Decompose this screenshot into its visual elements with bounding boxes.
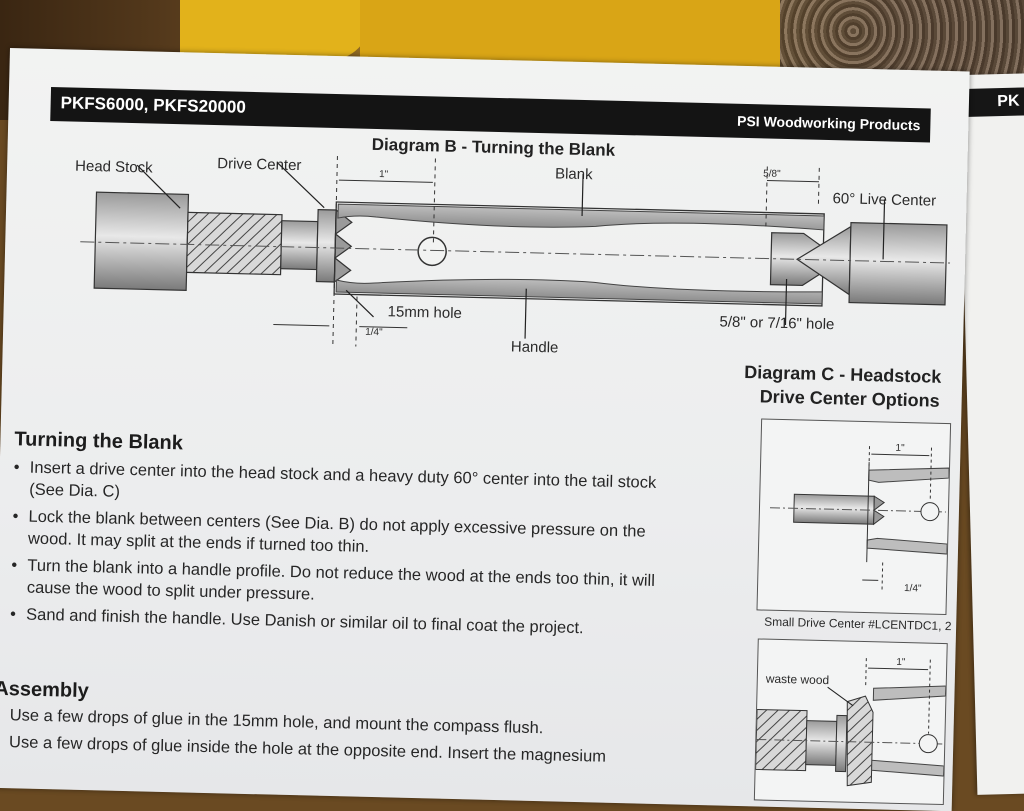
waste-wood-label: waste wood <box>766 672 830 688</box>
dimension-lines <box>273 169 819 338</box>
drive-center-body <box>316 210 336 282</box>
turning-heading: Turning the Blank <box>14 428 183 455</box>
background-yellow-tool <box>180 0 370 60</box>
assembly-bullets: Use a few drops of glue in the 15mm hole… <box>0 704 730 776</box>
model-numbers: PKFS6000, PKFS20000 <box>60 93 246 118</box>
large-drive-center-drawing <box>755 639 947 804</box>
headstock-spindle <box>281 221 318 270</box>
headstock-spindle-threaded <box>187 212 282 274</box>
instruction-page: PKFS6000, PKFS20000 PSI Woodworking Prod… <box>0 48 970 811</box>
page-header-bar: PKFS6000, PKFS20000 PSI Woodworking Prod… <box>50 87 931 142</box>
turning-bullets: Insert a drive center into the head stoc… <box>6 456 670 646</box>
assembly-heading: Assembly <box>0 678 89 703</box>
diagram-c-small-box: 1" 1/4" <box>756 418 951 615</box>
second-page-edge: PK <box>959 73 1024 795</box>
diagram-b-drawing <box>73 150 958 371</box>
diagram-c-dim-1-inch: 1" <box>895 443 904 454</box>
headstock-body <box>94 192 188 290</box>
drive-center-teeth <box>334 210 352 282</box>
diagram-c-dim-1-4-inch: 1/4" <box>904 583 922 594</box>
diagram-c-large-box: waste wood 1" <box>754 638 948 805</box>
small-drive-center-caption: Small Drive Center #LCENTDC1, 2 <box>764 615 952 634</box>
background-textured-object <box>780 0 1024 78</box>
hole-15mm <box>418 237 447 266</box>
brand-name: PSI Woodworking Products <box>737 113 921 133</box>
diagram-c-title-line1: Diagram C - Headstock <box>744 362 942 388</box>
diagram-c-large-dim-1-inch: 1" <box>896 657 905 668</box>
tailstock-body <box>849 223 947 305</box>
diagram-c-title-line2: Drive Center Options <box>759 386 940 411</box>
